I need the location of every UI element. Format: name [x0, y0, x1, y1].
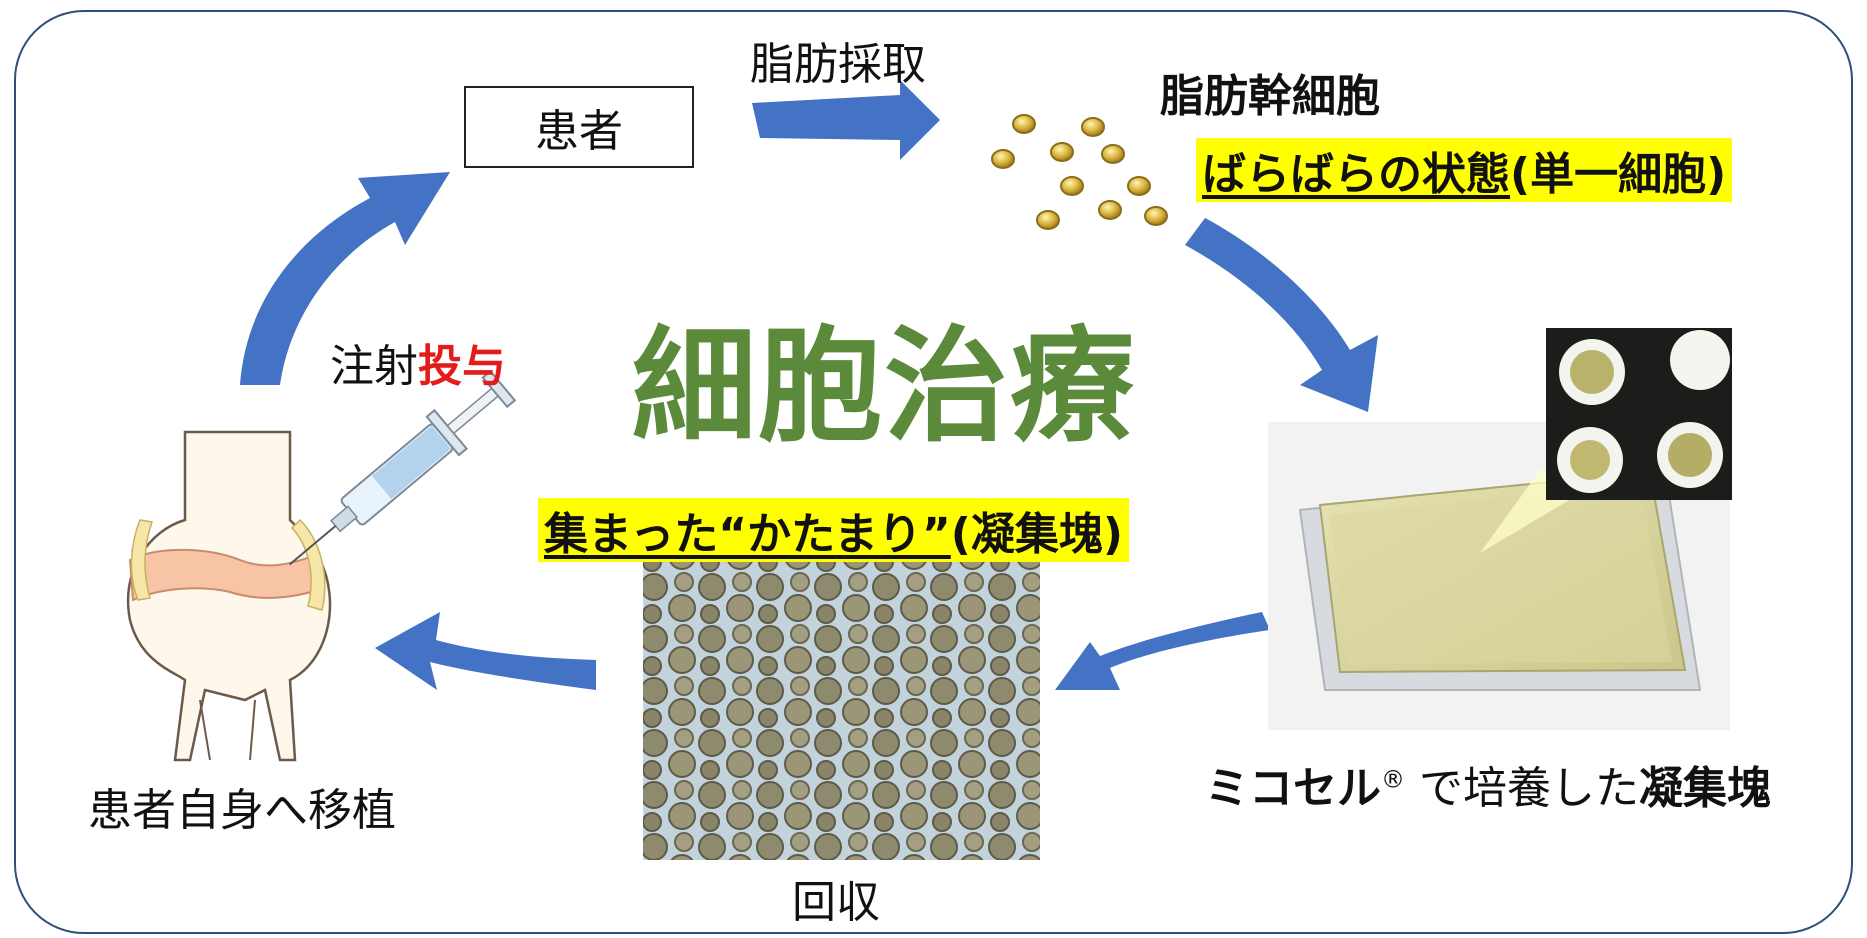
patient-label: 患者 [535, 106, 623, 157]
transplant-label: 患者自身へ移植 [88, 785, 396, 836]
spheroid-micrograph [643, 560, 1040, 860]
main-title: 細胞治療 [632, 315, 1137, 459]
patient-box: 患者 [464, 86, 694, 168]
collected-paren-text: (凝集塊) [950, 509, 1123, 560]
collected-lumps-label: 集まった“かたまり”(凝集塊) [538, 498, 1129, 562]
adipose-stem-cells-label: 脂肪幹細胞 [1160, 71, 1380, 122]
micocell-culture-label: ミコセル® で培養した凝集塊 [1205, 752, 1771, 816]
aggregate-text: 凝集塊 [1639, 763, 1771, 814]
microwell-photo [1546, 328, 1732, 500]
syringe-icon [289, 369, 517, 566]
administration-text: 投与 [418, 341, 506, 392]
arrow-fat-harvest [752, 80, 940, 160]
knee-joint-icon [126, 430, 332, 762]
injection-label: 注射投与 [330, 330, 506, 394]
micocell-text: ミコセル [1205, 763, 1381, 814]
cell-cluster-icon [991, 114, 1168, 230]
arrow-injection [240, 172, 450, 385]
arrow-transplant [375, 612, 596, 690]
diagram-frame [14, 10, 1853, 934]
registered-mark: ® [1381, 765, 1405, 794]
single-cell-text: (単一細胞) [1510, 149, 1727, 200]
collected-lumps-text: 集まった“かたまり” [544, 509, 951, 560]
fat-harvest-label: 脂肪採取 [750, 39, 926, 90]
dispersed-state-text: ばらばらの状態 [1202, 149, 1510, 200]
injection-text: 注射 [330, 341, 418, 392]
recovery-label: 回収 [792, 877, 880, 928]
dispersed-state-label: ばらばらの状態(単一細胞) [1196, 138, 1733, 202]
arrow-to-culture [1185, 218, 1378, 412]
cultured-with-text: で培養した [1405, 763, 1639, 814]
arrow-collect [1055, 612, 1270, 690]
